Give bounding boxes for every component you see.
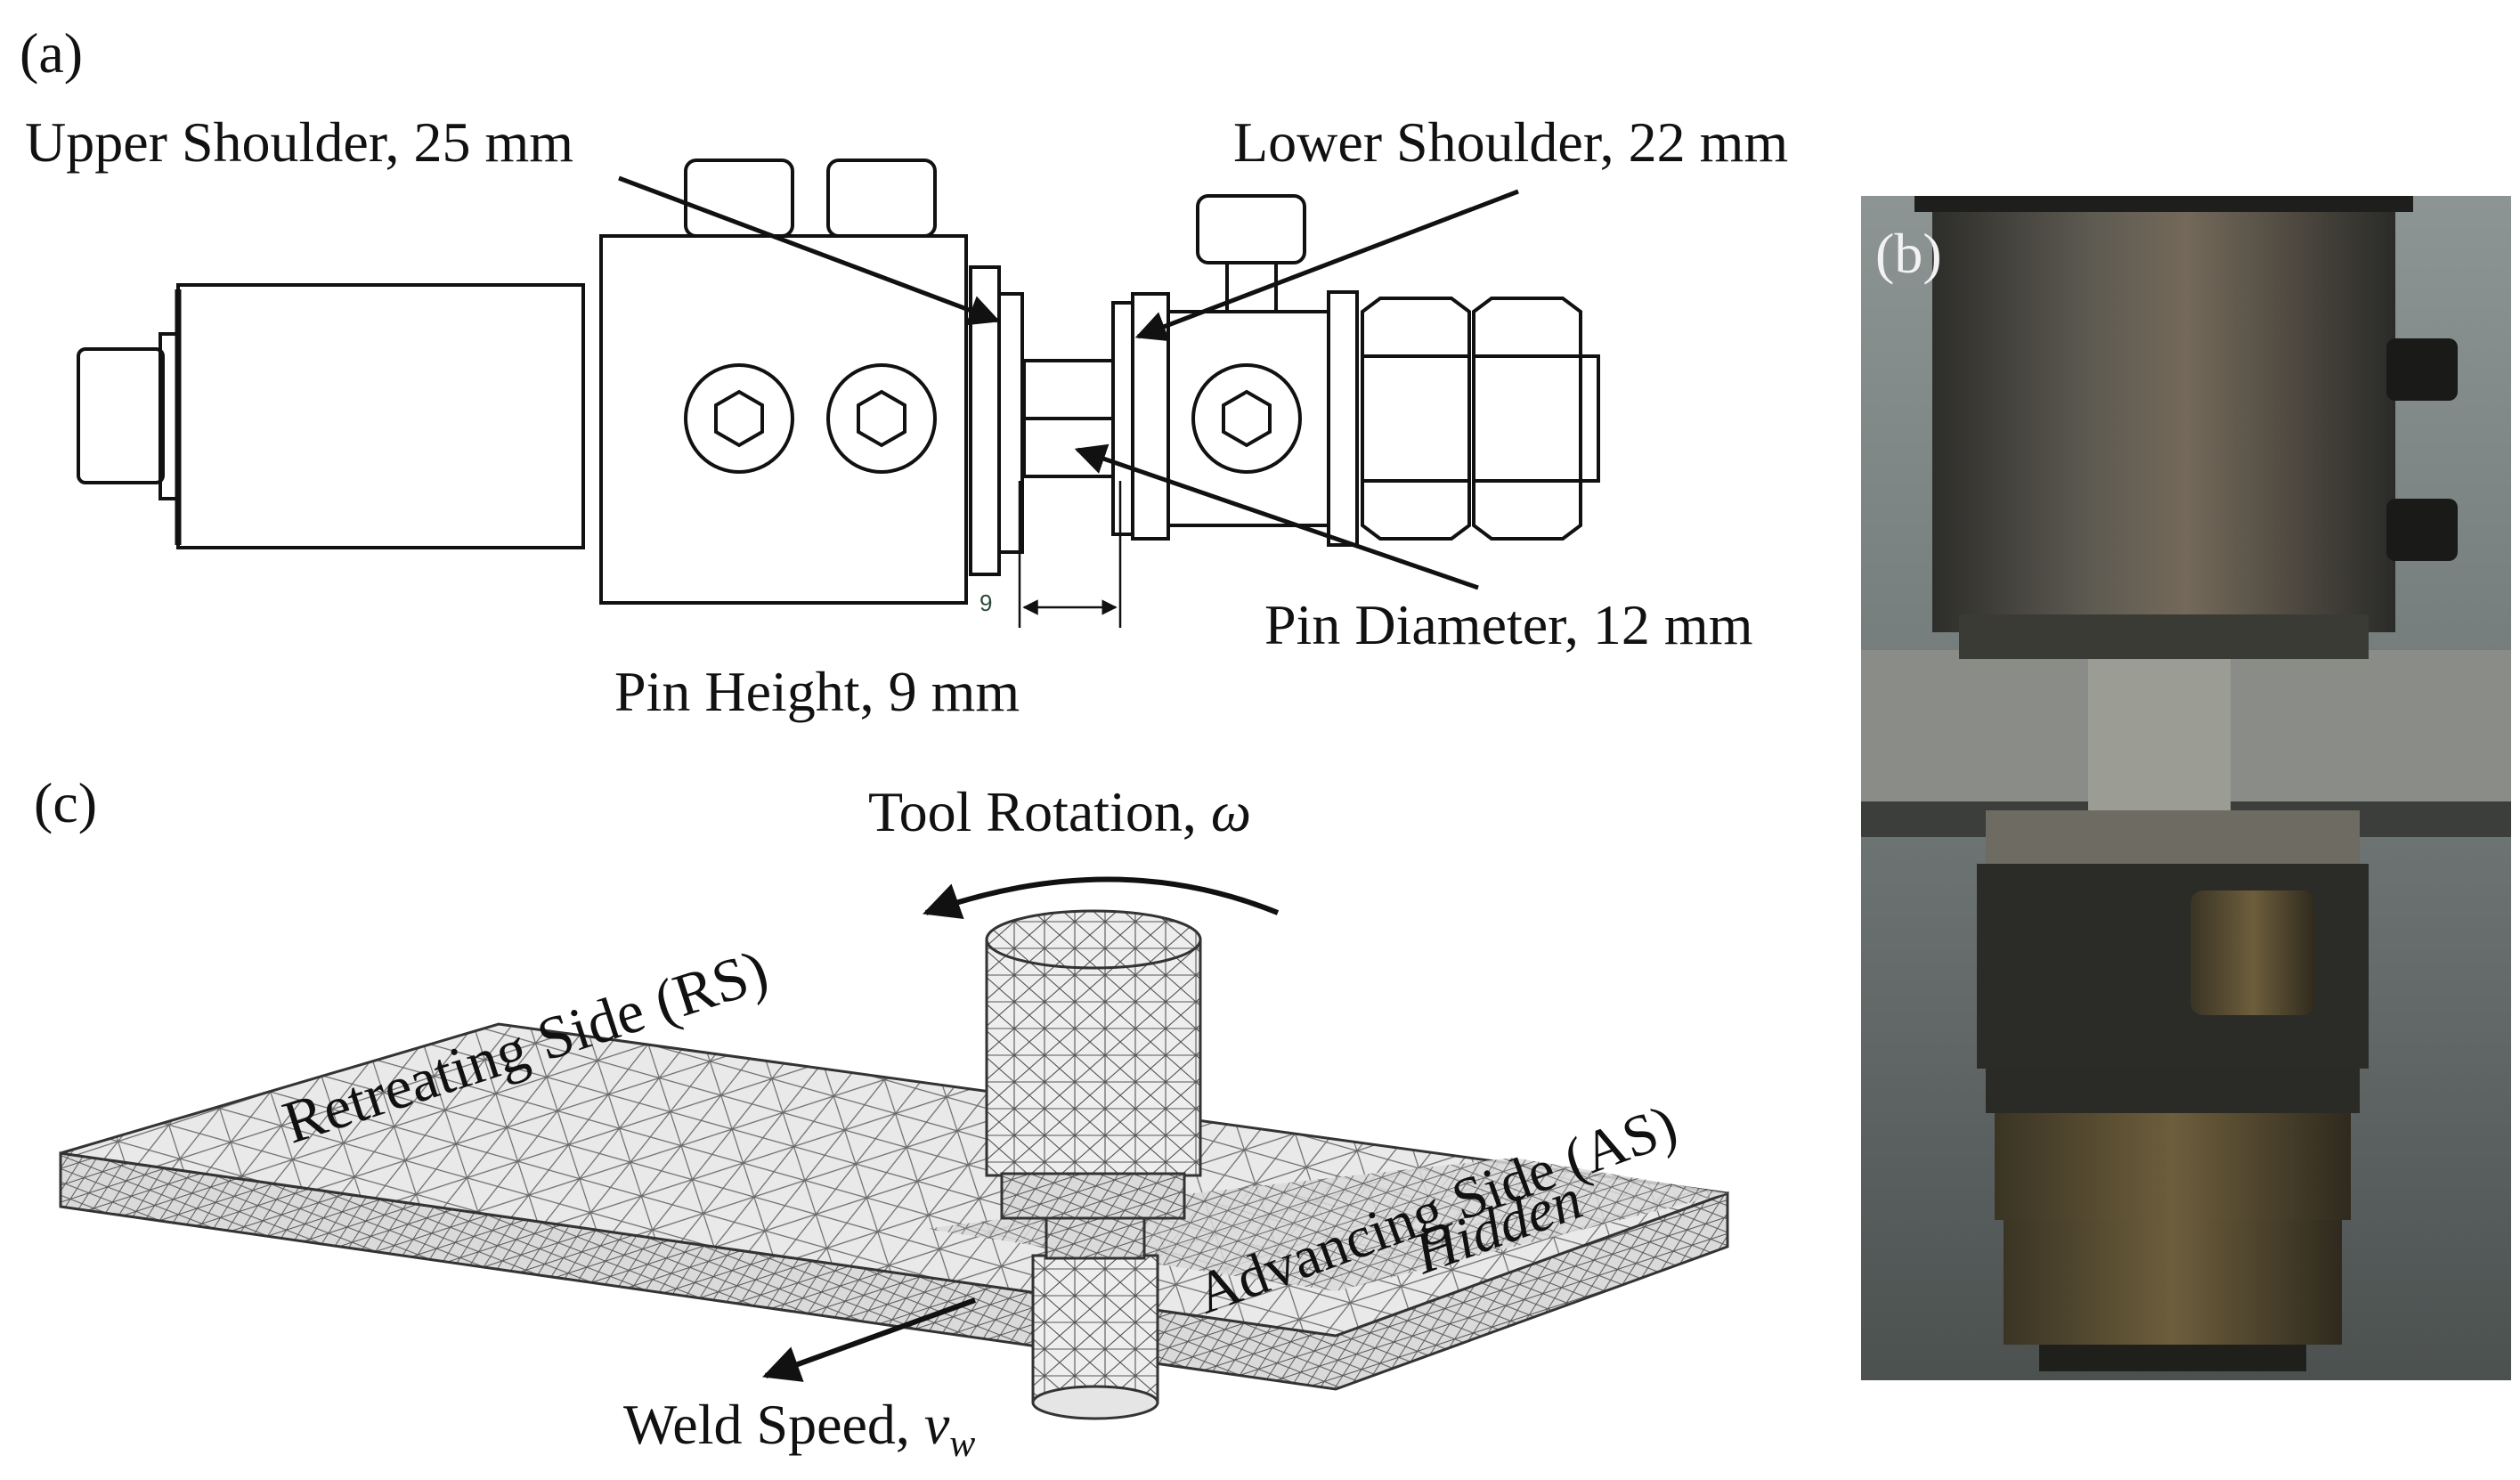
- tool-schematic: [77, 159, 1600, 605]
- weld-speed-text: Weld Speed,: [623, 1393, 924, 1456]
- leader-arrows-a: [618, 175, 1519, 590]
- omega-symbol: ω: [1210, 780, 1252, 843]
- lower-shoulder-label: Lower Shoulder, 22 mm: [1233, 110, 1789, 174]
- pin-height-dim-value: 9: [980, 590, 993, 616]
- pin-diameter-label: Pin Diameter, 12 mm: [1264, 593, 1753, 656]
- motion-arrows: [762, 876, 1280, 1382]
- weld-speed-label: Weld Speed, vw: [623, 1396, 975, 1463]
- weld-speed-subscript: w: [949, 1421, 976, 1465]
- pin-height-label: Pin Height, 9 mm: [614, 660, 1020, 723]
- weld-speed-symbol: v: [923, 1393, 950, 1456]
- upper-shoulder-label: Upper Shoulder, 25 mm: [25, 110, 574, 174]
- panel-b-tag: (b): [1875, 222, 1942, 285]
- tool-photo-drawing: [1861, 196, 2511, 1380]
- tool-rotation-label: Tool Rotation, ω: [868, 784, 1251, 841]
- panel-c-tag: (c): [34, 771, 98, 834]
- tool-photo: (b): [1861, 196, 2511, 1380]
- panel-a-tag: (a): [20, 21, 84, 85]
- tool-rotation-text: Tool Rotation,: [868, 780, 1211, 843]
- pin-height-dimension: [1018, 481, 1122, 628]
- mesh-model: [59, 909, 1729, 1420]
